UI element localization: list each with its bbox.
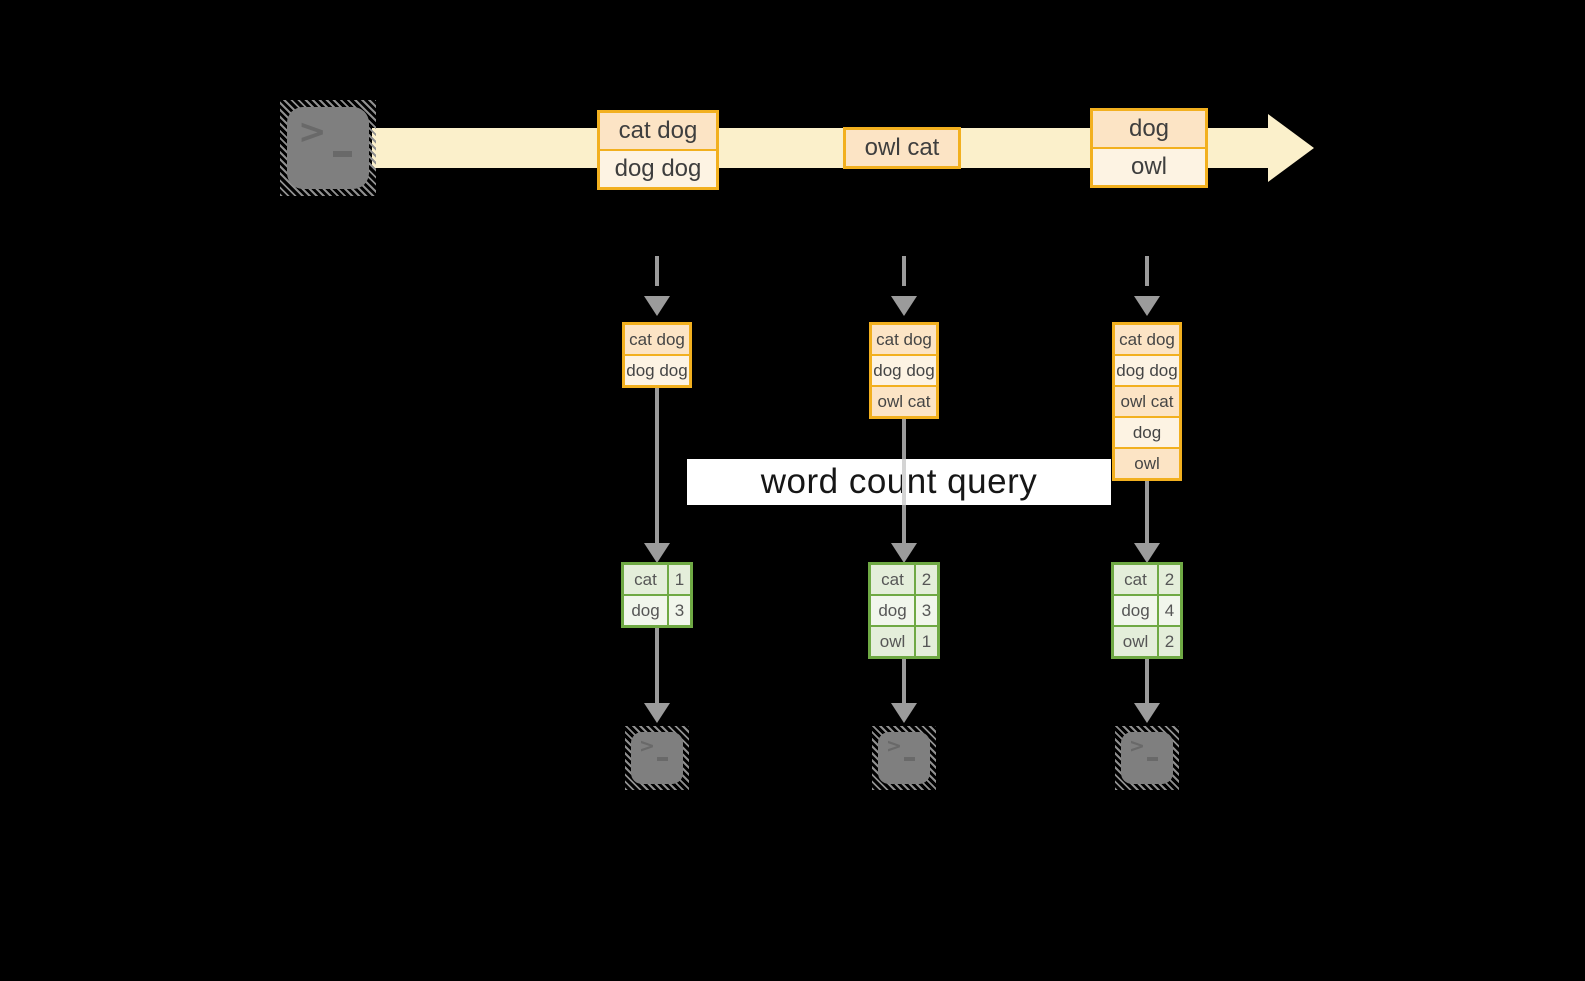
buffer-row: cat dog — [625, 325, 689, 354]
arrow-down-head — [1134, 543, 1160, 563]
word-cell: owl — [1114, 627, 1157, 656]
prompt-chevron-icon: > — [639, 735, 655, 757]
buffer-row: dog — [1115, 416, 1179, 447]
arrow-down — [655, 628, 659, 704]
terminal-sink-icon: > — [625, 726, 689, 790]
buffer-row: cat dog — [1115, 325, 1179, 354]
terminal-icon-body: > — [631, 732, 683, 784]
stream-event-box: owl cat — [846, 130, 958, 166]
count-cell: 2 — [1159, 565, 1180, 594]
stream-event-box: dog — [1093, 111, 1205, 147]
buffer-row: owl cat — [1115, 385, 1179, 416]
arrow-down — [1145, 659, 1149, 704]
count-cell: 3 — [669, 596, 690, 625]
word-count-table-1: cat 1 dog 3 — [621, 562, 693, 628]
arrow-down-head — [891, 703, 917, 723]
arrow-down — [902, 659, 906, 704]
dashed-arrow-down — [902, 256, 906, 286]
record-buffer-2: cat dog dog dog owl cat — [869, 322, 939, 419]
dashed-arrow-down — [655, 256, 659, 286]
stream-event-box: cat dog — [600, 113, 716, 149]
terminal-sink-icon: > — [1115, 726, 1179, 790]
terminal-icon-body: > — [1121, 732, 1173, 784]
query-label: word count query — [760, 462, 1038, 501]
buffer-row: owl cat — [872, 385, 936, 416]
count-cell: 1 — [669, 565, 690, 594]
word-count-table-2: cat 2 dog 3 owl 1 — [868, 562, 940, 659]
word-cell: dog — [871, 596, 914, 625]
arrow-down — [655, 388, 659, 546]
terminal-sink-icon: > — [872, 726, 936, 790]
buffer-row: dog dog — [625, 354, 689, 385]
buffer-row: dog dog — [1115, 354, 1179, 385]
count-cell: 3 — [916, 596, 937, 625]
prompt-underscore-icon — [1147, 757, 1158, 761]
buffer-row: owl — [1115, 447, 1179, 478]
arrow-through-band — [902, 459, 906, 505]
stream-event-box: owl — [1093, 147, 1205, 185]
word-cell: cat — [624, 565, 667, 594]
word-cell: cat — [1114, 565, 1157, 594]
terminal-source-icon: > — [280, 100, 376, 196]
dashed-arrow-down — [1145, 256, 1149, 286]
word-cell: cat — [871, 565, 914, 594]
stream-event-group-2: owl cat — [843, 127, 961, 169]
dashed-arrow-head — [1134, 296, 1160, 316]
stream-event-group-3: dog owl — [1090, 108, 1208, 188]
terminal-icon-body: > — [287, 107, 369, 189]
stream-event-group-1: cat dog dog dog — [597, 110, 719, 190]
arrow-down — [1145, 481, 1149, 546]
buffer-row: cat dog — [872, 325, 936, 354]
terminal-icon-body: > — [878, 732, 930, 784]
dashed-arrow-head — [644, 296, 670, 316]
count-cell: 4 — [1159, 596, 1180, 625]
buffer-row: dog dog — [872, 354, 936, 385]
arrow-down-head — [644, 543, 670, 563]
prompt-underscore-icon — [333, 151, 352, 157]
stream-event-box: dog dog — [600, 149, 716, 187]
prompt-underscore-icon — [657, 757, 668, 761]
prompt-chevron-icon: > — [886, 735, 902, 757]
record-buffer-1: cat dog dog dog — [622, 322, 692, 388]
count-cell: 1 — [916, 627, 937, 656]
dashed-arrow-head — [891, 296, 917, 316]
prompt-chevron-icon: > — [298, 112, 327, 152]
stream-arrow-head — [1268, 114, 1314, 182]
record-buffer-3: cat dog dog dog owl cat dog owl — [1112, 322, 1182, 481]
arrow-down-head — [644, 703, 670, 723]
count-cell: 2 — [1159, 627, 1180, 656]
query-label-band: word count query — [687, 459, 1111, 505]
arrow-down-head — [1134, 703, 1160, 723]
word-cell: owl — [871, 627, 914, 656]
prompt-chevron-icon: > — [1129, 735, 1145, 757]
prompt-underscore-icon — [904, 757, 915, 761]
word-cell: dog — [624, 596, 667, 625]
word-cell: dog — [1114, 596, 1157, 625]
word-count-table-3: cat 2 dog 4 owl 2 — [1111, 562, 1183, 659]
arrow-down-head — [891, 543, 917, 563]
count-cell: 2 — [916, 565, 937, 594]
